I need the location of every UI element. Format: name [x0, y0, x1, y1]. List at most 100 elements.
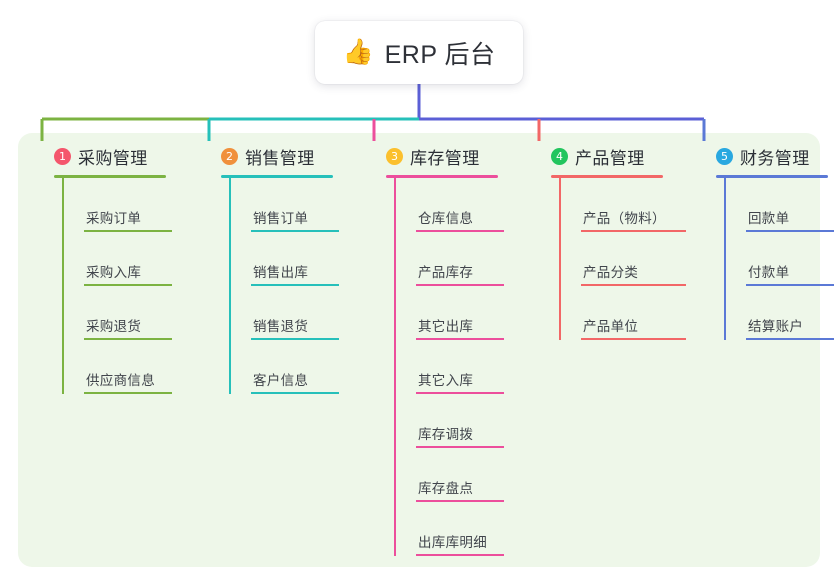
branch-item[interactable]: 供应商信息	[84, 340, 172, 394]
branch-number-badge: 2	[221, 147, 238, 165]
branch-item[interactable]: 库存调拨	[416, 394, 504, 448]
branch-item-label: 产品库存	[418, 265, 474, 280]
branch-header-5[interactable]: 5 财务管理	[696, 144, 828, 168]
branch-item-underline	[416, 392, 504, 394]
branch-item[interactable]: 出库库明细	[416, 502, 504, 556]
branch-number-badge: 4	[551, 147, 568, 165]
branch-item[interactable]: 回款单	[746, 178, 834, 232]
branch-item-underline	[416, 284, 504, 286]
branch-item-underline	[416, 230, 504, 232]
branch-underline	[551, 175, 663, 178]
branch-column-5: 5 财务管理回款单付款单结算账户	[696, 144, 834, 340]
branch-underline	[716, 175, 828, 178]
branch-item-label: 销售出库	[253, 265, 309, 280]
branch-item-underline	[84, 230, 172, 232]
branch-item[interactable]: 销售订单	[251, 178, 339, 232]
branch-spine	[62, 178, 64, 394]
branch-item[interactable]: 采购入库	[84, 232, 172, 286]
branch-item-underline	[251, 284, 339, 286]
root-node-erp-backend[interactable]: 👍 ERP 后台	[315, 21, 523, 84]
branch-item-label: 付款单	[748, 265, 790, 280]
branch-item-label: 仓库信息	[418, 211, 474, 226]
branch-items-list: 采购订单采购入库采购退货供应商信息	[62, 178, 172, 394]
branch-number-badge: 1	[54, 147, 71, 165]
branch-spine	[394, 178, 396, 556]
branch-column-3: 3 库存管理仓库信息产品库存其它出库其它入库库存调拨库存盘点出库库明细	[366, 144, 504, 556]
branch-underline	[221, 175, 333, 178]
branch-items-list: 仓库信息产品库存其它出库其它入库库存调拨库存盘点出库库明细	[394, 178, 504, 556]
branch-number-badge: 5	[716, 147, 733, 165]
branch-item-underline	[581, 284, 686, 286]
branch-item-label: 产品分类	[583, 265, 639, 280]
branch-title: 产品管理	[575, 148, 645, 168]
branch-underline	[54, 175, 166, 178]
branch-title: 库存管理	[410, 148, 480, 168]
branch-item-label: 库存调拨	[418, 427, 474, 442]
branch-item-label: 结算账户	[748, 319, 804, 334]
branch-item-label: 供应商信息	[86, 373, 155, 388]
branch-items-list: 产品（物料） 产品分类产品单位	[559, 178, 686, 340]
branch-item-underline	[746, 338, 834, 340]
branch-item-underline	[251, 392, 339, 394]
branch-item[interactable]: 结算账户	[746, 286, 834, 340]
root-node-title: ERP 后台	[384, 40, 496, 69]
branch-column-4: 4 产品管理产品（物料） 产品分类产品单位	[531, 144, 686, 340]
branch-item-label: 销售订单	[253, 211, 309, 226]
branch-item[interactable]: 销售退货	[251, 286, 339, 340]
branch-item-label: 其它入库	[418, 373, 474, 388]
branch-item[interactable]: 采购订单	[84, 178, 172, 232]
branch-panel-background	[18, 133, 820, 567]
branch-underline	[386, 175, 498, 178]
branch-spine	[724, 178, 726, 340]
branch-item-underline	[416, 338, 504, 340]
branch-item-label: 采购订单	[86, 211, 142, 226]
branch-item-label: 产品单位	[583, 319, 639, 334]
branch-item[interactable]: 销售出库	[251, 232, 339, 286]
branch-item-underline	[84, 392, 172, 394]
branch-item[interactable]: 仓库信息	[416, 178, 504, 232]
branch-item[interactable]: 产品库存	[416, 232, 504, 286]
branch-item-underline	[581, 338, 686, 340]
branch-items-list: 回款单付款单结算账户	[724, 178, 834, 340]
branch-item-underline	[581, 230, 686, 232]
branch-column-1: 1 采购管理采购订单采购入库采购退货供应商信息	[34, 144, 172, 394]
branch-item[interactable]: 库存盘点	[416, 448, 504, 502]
branch-item-label: 其它出库	[418, 319, 474, 334]
branch-item-label: 采购退货	[86, 319, 142, 334]
branch-number-badge: 3	[386, 147, 403, 165]
branch-item[interactable]: 采购退货	[84, 286, 172, 340]
branch-item-underline	[416, 446, 504, 448]
branch-item[interactable]: 产品（物料）	[581, 178, 686, 232]
branch-item[interactable]: 产品分类	[581, 232, 686, 286]
branch-item-underline	[84, 338, 172, 340]
branch-item[interactable]: 其它出库	[416, 286, 504, 340]
branch-header-2[interactable]: 2 销售管理	[201, 144, 333, 168]
branch-item-underline	[416, 554, 504, 556]
branch-item[interactable]: 付款单	[746, 232, 834, 286]
branch-item[interactable]: 其它入库	[416, 340, 504, 394]
branch-item-underline	[251, 338, 339, 340]
branch-header-3[interactable]: 3 库存管理	[366, 144, 498, 168]
branch-title: 销售管理	[245, 148, 315, 168]
branch-item[interactable]: 客户信息	[251, 340, 339, 394]
branch-header-4[interactable]: 4 产品管理	[531, 144, 666, 168]
thumbs-up-icon: 👍	[342, 38, 374, 66]
branch-spine	[229, 178, 231, 394]
branch-item-label: 产品（物料）	[583, 211, 666, 226]
branch-item-underline	[746, 230, 834, 232]
branch-item-underline	[746, 284, 834, 286]
branch-column-2: 2 销售管理销售订单销售出库销售退货客户信息	[201, 144, 339, 394]
branch-item-label: 采购入库	[86, 265, 142, 280]
branch-title: 财务管理	[740, 148, 810, 168]
branch-item-label: 销售退货	[253, 319, 309, 334]
branch-item-underline	[84, 284, 172, 286]
branch-item-label: 出库库明细	[418, 535, 487, 550]
branch-item-underline	[416, 500, 504, 502]
branch-items-list: 销售订单销售出库销售退货客户信息	[229, 178, 339, 394]
branch-item[interactable]: 产品单位	[581, 286, 686, 340]
branch-title: 采购管理	[78, 148, 148, 168]
branch-header-1[interactable]: 1 采购管理	[34, 144, 166, 168]
branch-spine	[559, 178, 561, 340]
branch-item-label: 回款单	[748, 211, 790, 226]
